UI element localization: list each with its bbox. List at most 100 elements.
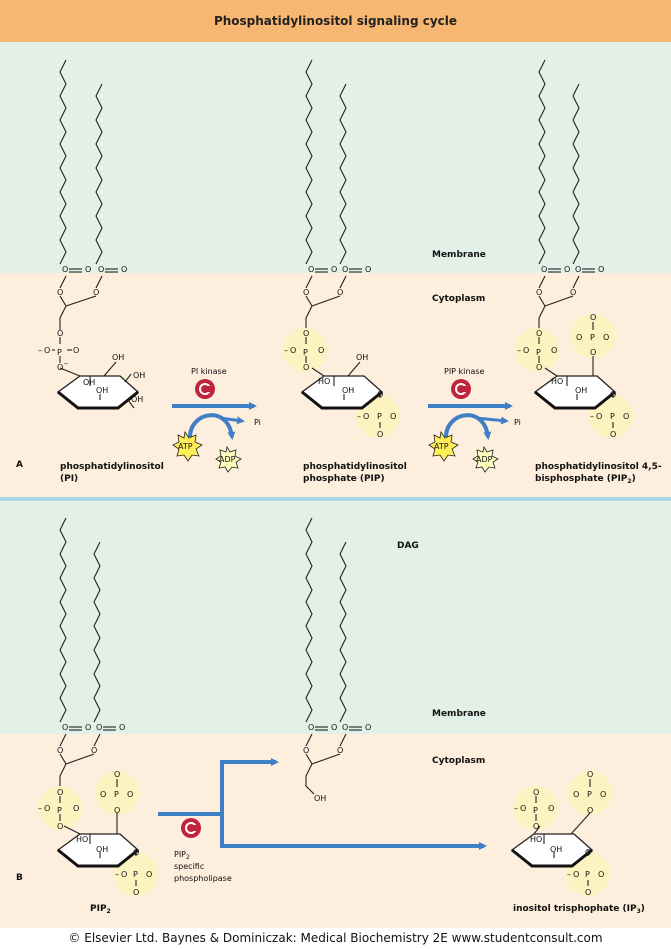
ip3-arrow (220, 814, 487, 850)
fatty-acid-chains (59, 59, 103, 265)
svg-text:O: O (146, 870, 152, 879)
svg-text:O: O (308, 265, 314, 274)
svg-text:O: O (290, 346, 296, 355)
svg-text:ADP: ADP (476, 455, 493, 464)
svg-text:O: O (73, 346, 79, 355)
svg-text:O: O (57, 288, 63, 297)
pip2-label-line2: bisphosphate (PIP2) (535, 474, 636, 485)
svg-text:O: O (114, 770, 120, 779)
svg-text:O: O (91, 746, 97, 755)
svg-text:O: O (133, 848, 139, 857)
svg-text:O: O (121, 265, 127, 274)
svg-text:O: O (342, 723, 348, 732)
svg-text:–: – (38, 804, 42, 813)
phospholipase-label-line2: specific (174, 862, 204, 871)
svg-text:OH: OH (96, 845, 108, 854)
diagram-title: Phosphatidylinositol signaling cycle (0, 0, 671, 42)
svg-text:O: O (575, 265, 581, 274)
svg-text:O: O (44, 346, 50, 355)
phosphate-highlight (283, 328, 327, 372)
signaling-diagram: O O O O O O O P – O O O – OH OH OH OH OH (0, 42, 671, 928)
phospholipase-label-line1: PIP2 (174, 850, 190, 861)
pi-label-line1: phosphatidylinositol (60, 462, 164, 472)
svg-text:O: O (303, 363, 309, 372)
svg-text:O: O (573, 870, 579, 879)
svg-text:HO: HO (318, 377, 330, 386)
svg-text:O: O (57, 788, 63, 797)
phosphate-highlight (571, 314, 615, 358)
pi-label-line2: (PI) (60, 474, 78, 484)
svg-text:O: O (44, 804, 50, 813)
svg-text:O: O (57, 822, 63, 831)
copyright-footer: © Elsevier Ltd. Baynes & Dominiczak: Med… (68, 931, 603, 945)
cytoplasm-label-b: Cytoplasm (432, 756, 485, 766)
membrane-region-b (0, 501, 671, 734)
svg-text:O: O (62, 723, 68, 732)
phosphate-highlight (95, 771, 139, 815)
svg-text:P: P (585, 870, 590, 879)
svg-text:OH: OH (314, 794, 326, 803)
pip-label-line2: phosphate (PIP) (303, 474, 385, 484)
svg-text:P: P (377, 412, 382, 421)
svg-text:O: O (548, 804, 554, 813)
svg-text:O: O (73, 804, 79, 813)
pip-label-line1: phosphatidylinositol (303, 462, 407, 472)
phosphate-highlight (114, 852, 158, 896)
svg-text:O: O (133, 888, 139, 897)
svg-text:O: O (57, 746, 63, 755)
svg-text:O: O (100, 790, 106, 799)
svg-text:O: O (600, 790, 606, 799)
svg-text:P: P (610, 412, 615, 421)
svg-text:O: O (342, 265, 348, 274)
svg-text:O: O (303, 746, 309, 755)
svg-text:O: O (377, 390, 383, 399)
svg-text:O: O (318, 346, 324, 355)
svg-text:O: O (331, 723, 337, 732)
panel-b-letter: B (16, 873, 23, 883)
svg-text:O: O (590, 313, 596, 322)
svg-text:–: – (38, 346, 42, 355)
svg-text:O: O (523, 346, 529, 355)
svg-text:O: O (536, 329, 542, 338)
svg-text:O: O (570, 288, 576, 297)
adp-burst (472, 445, 499, 473)
svg-text:O: O (564, 265, 570, 274)
svg-text:O: O (85, 723, 91, 732)
svg-text:HO: HO (76, 835, 88, 844)
svg-text:O: O (331, 265, 337, 274)
svg-text:P: P (303, 348, 308, 357)
phospholipase-label-line3: phospholipase (174, 874, 232, 883)
svg-text:OH: OH (342, 386, 354, 395)
pip-molecule (283, 59, 400, 438)
svg-text:O: O (114, 806, 120, 815)
svg-text:ATP: ATP (178, 442, 193, 451)
svg-text:O: O (533, 822, 539, 831)
svg-text:P: P (57, 348, 62, 357)
pip2-label-line1: phosphatidylinositol 4,5- (535, 462, 662, 472)
svg-text:–: – (567, 870, 571, 879)
svg-text:O: O (590, 348, 596, 357)
pi-molecule (52, 59, 140, 410)
svg-text:O: O (587, 770, 593, 779)
phosphate-highlight (568, 771, 612, 815)
svg-text:–: – (284, 346, 288, 355)
ip3-label: inositol trisphophate (IP3) (513, 904, 645, 915)
svg-text:O: O (533, 788, 539, 797)
svg-text:Pi: Pi (514, 418, 521, 427)
svg-text:–: – (590, 412, 594, 421)
svg-text:OH: OH (133, 371, 145, 380)
phosphate-highlight (515, 328, 559, 372)
phosphate-highlight (514, 786, 558, 830)
pip-kinase-label: PIP kinase (444, 367, 485, 376)
atp-arrow (188, 413, 236, 440)
enzyme-badge (181, 818, 201, 838)
svg-text:O: O (603, 333, 609, 342)
enzyme-badge (451, 379, 471, 399)
svg-text:O: O (573, 790, 579, 799)
svg-text:O: O (596, 412, 602, 421)
svg-text:O: O (551, 346, 557, 355)
svg-text:O: O (62, 265, 68, 274)
svg-text:O: O (303, 288, 309, 297)
pi-release-arrow (475, 416, 509, 425)
svg-text:OH: OH (356, 353, 368, 362)
